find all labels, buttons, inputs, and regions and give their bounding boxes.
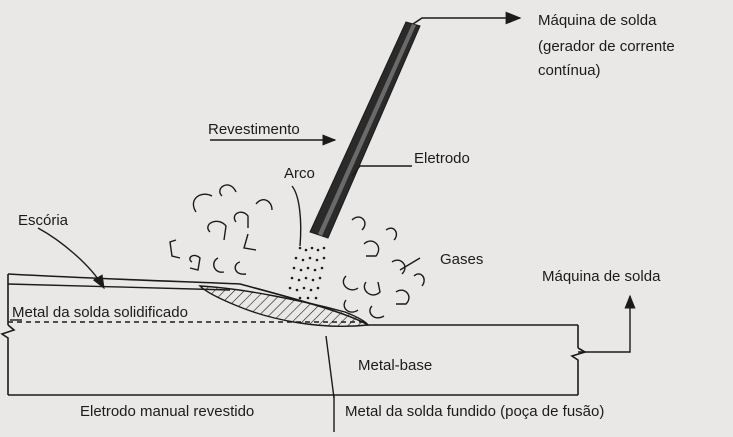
- electrode-cable: [412, 11, 522, 25]
- label-electrode: Eletrodo: [414, 150, 470, 167]
- label-machine-top-2: (gerador de corrente: [538, 38, 675, 55]
- label-coating: Revestimento: [208, 121, 300, 138]
- base-metal-plate: [0, 273, 588, 396]
- label-slag: Escória: [18, 212, 69, 229]
- label-machine-right: Máquina de solda: [542, 268, 661, 285]
- label-gases: Gases: [440, 251, 483, 268]
- label-molten-weld: Metal da solda fundido (poça de fusão): [345, 403, 604, 420]
- label-machine-top-3: contínua): [538, 62, 601, 79]
- slag-layer: [7, 283, 231, 291]
- gas-bubbles-left: [169, 184, 273, 275]
- label-base-metal: Metal-base: [358, 357, 432, 374]
- label-arc: Arco: [284, 165, 315, 182]
- gas-bubbles-right: [342, 216, 425, 319]
- label-solidified-weld: Metal da solda solidificado: [12, 304, 188, 321]
- electrode: [309, 21, 421, 239]
- arc-dots: [288, 246, 326, 300]
- label-machine-top-1: Máquina de solda: [538, 12, 657, 29]
- molten-weld-pool: [198, 285, 370, 327]
- label-coated-electrode: Eletrodo manual revestido: [80, 403, 254, 420]
- leader-lines: [10, 134, 636, 432]
